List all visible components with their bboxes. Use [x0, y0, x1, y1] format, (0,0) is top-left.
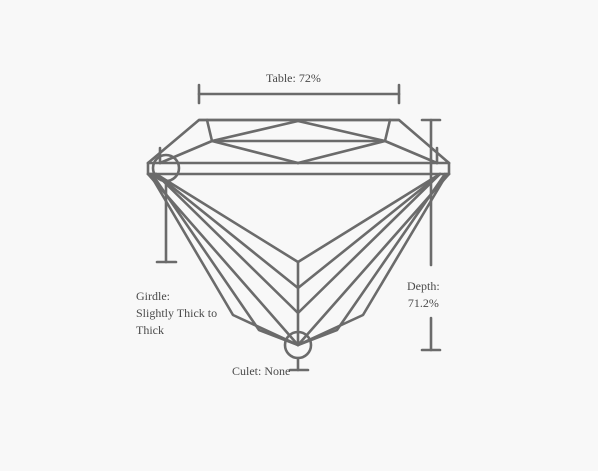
girdle-label: Girdle: Slightly Thick to Thick [136, 288, 217, 339]
depth-label-value: 71.2% [407, 296, 439, 310]
depth-label: Depth: 71.2% [407, 278, 440, 312]
diamond-crown [146, 118, 451, 165]
depth-label-title: Depth: [407, 279, 440, 293]
depth-dimension-bar [420, 118, 442, 352]
diamond-pavilion [146, 172, 451, 347]
table-dimension-bar [197, 83, 401, 105]
girdle-label-line2: Thick [136, 323, 164, 337]
table-label: Table: 72% [266, 71, 321, 85]
girdle-label-line1: Slightly Thick to [136, 306, 218, 320]
culet-label: Culet: None [232, 364, 291, 378]
girdle-label-title: Girdle: [136, 289, 170, 303]
girdle-callout [151, 153, 181, 264]
diamond-girdle [146, 161, 451, 176]
culet-callout [283, 330, 313, 372]
